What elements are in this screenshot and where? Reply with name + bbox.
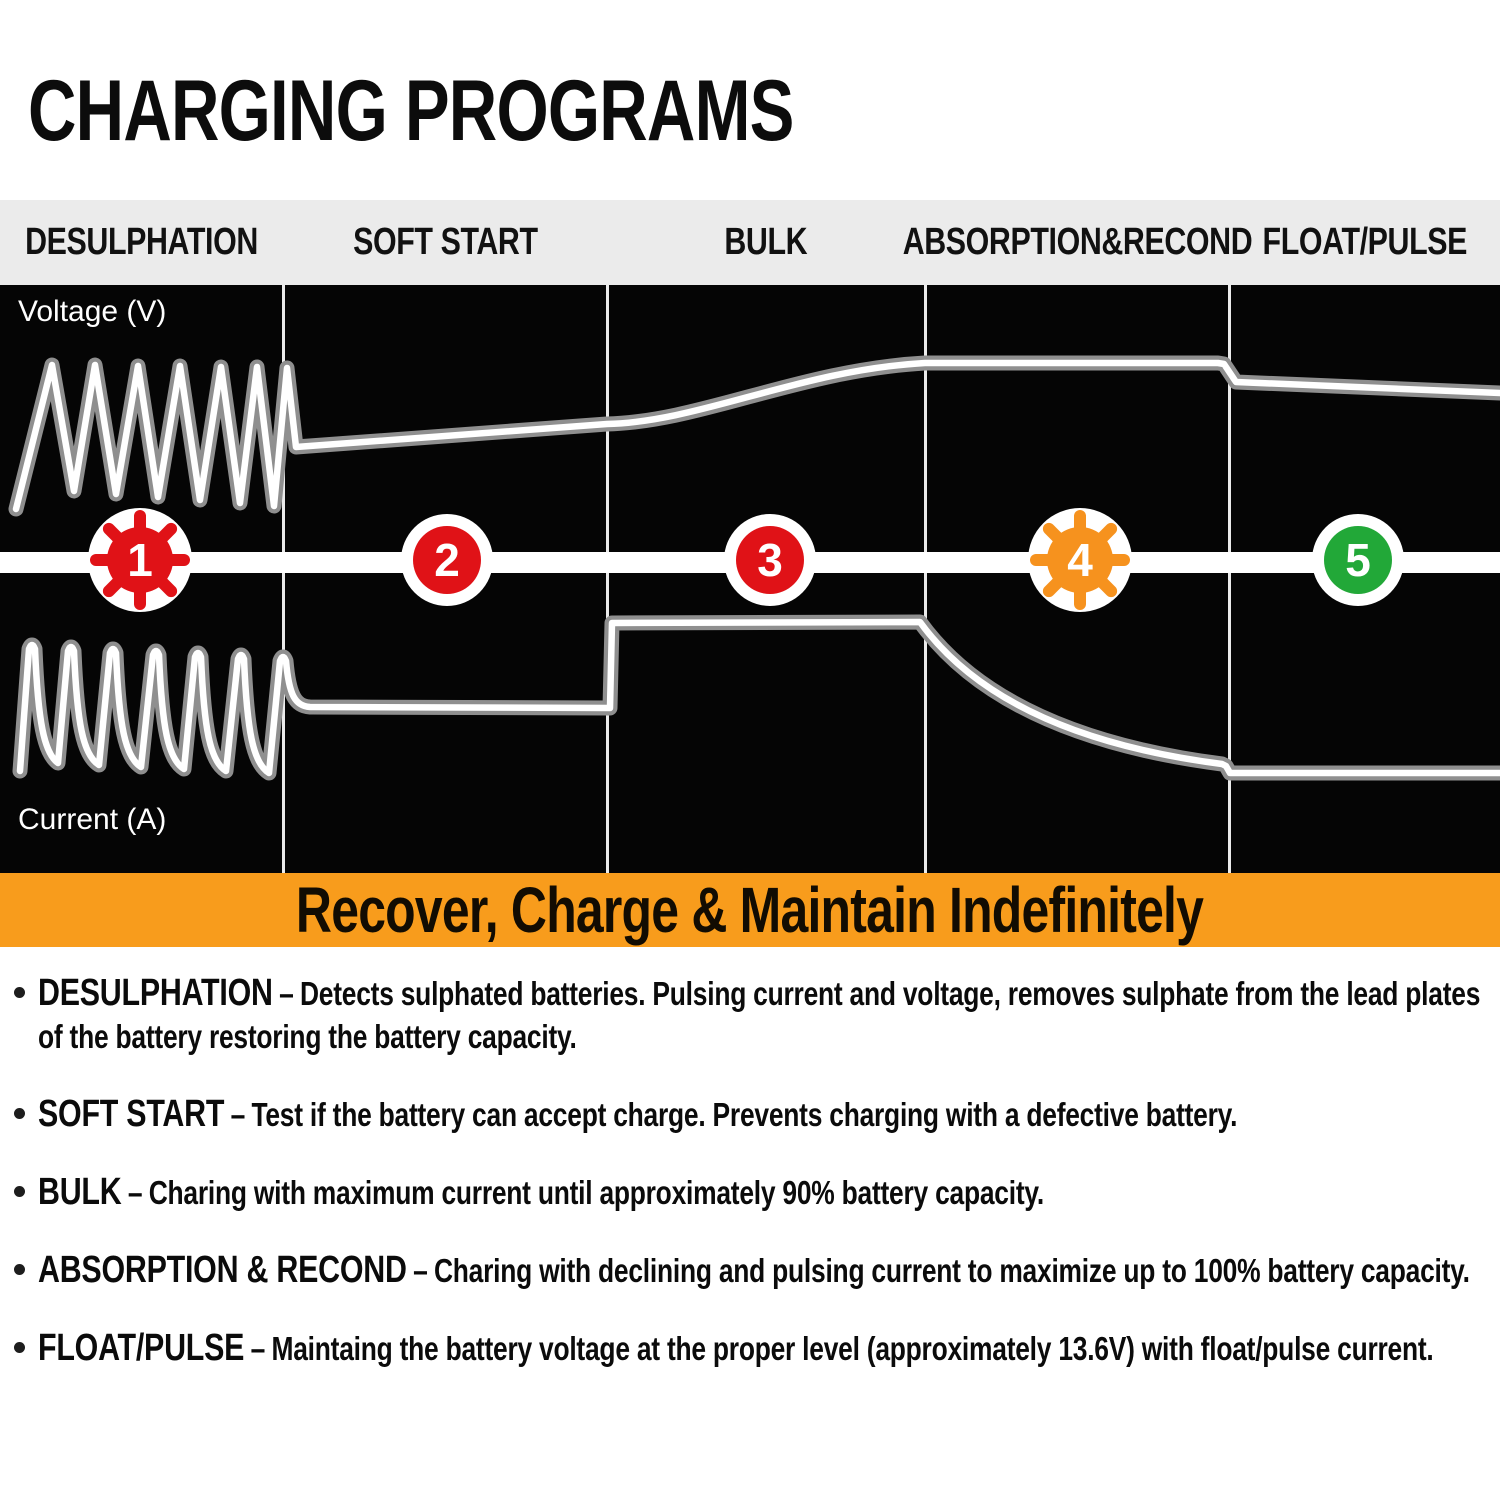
badge-circle-icon	[736, 526, 804, 594]
voltage-curve	[8, 355, 1500, 517]
phase-header-cell-bulk: BULK	[607, 200, 925, 285]
phase-header-cell-absorption: ABSORPTION&RECOND	[902, 200, 1252, 285]
bullet-dash: –	[127, 1174, 143, 1211]
badge-number: 2	[434, 534, 460, 586]
bullet-heading: ABSORPTION & RECOND	[38, 1249, 407, 1291]
badge-number: 1	[127, 534, 153, 586]
bullet-heading: DESULPHATION	[38, 972, 273, 1014]
bullet-dot	[14, 1108, 25, 1119]
column-divider	[924, 285, 927, 873]
phase-header-cell-soft-start: SOFT START	[283, 200, 607, 285]
badge-number: 4	[1067, 534, 1093, 586]
phase-header-cell-desulphation: DESULPHATION	[0, 200, 283, 285]
page-title: CHARGING PROGRAMS	[28, 63, 794, 159]
badge-circle-icon	[1324, 526, 1392, 594]
bullet-heading: BULK	[38, 1171, 122, 1213]
program-list: DESULPHATION–Detects sulphated batteries…	[14, 972, 1500, 1408]
bullet-description: Charing with declining and pulsing curre…	[433, 1252, 1470, 1289]
phase-header: DESULPHATION SOFT START BULK ABSORPTION&…	[0, 200, 1500, 285]
phase-label: DESULPHATION	[25, 221, 258, 263]
phase-label: FLOAT/PULSE	[1262, 221, 1467, 263]
bullet-description: Charing with maximum current until appro…	[148, 1174, 1044, 1211]
bullet-dash: –	[413, 1252, 428, 1289]
bullet-description: Test if the battery can accept charge. P…	[251, 1096, 1238, 1133]
phase-label: SOFT START	[352, 221, 538, 263]
step-badge-4: 4	[1028, 508, 1132, 612]
bullet-dash: –	[250, 1330, 266, 1367]
phase-header-cell-float-pulse: FLOAT/PULSE	[1229, 200, 1500, 285]
list-item: ABSORPTION & RECOND–Charing with declini…	[14, 1249, 1500, 1296]
bullet-description: Detects sulphated batteries. Pulsing cur…	[38, 975, 1481, 1055]
recover-banner: Recover, Charge & Maintain Indefinitely	[0, 873, 1500, 947]
current-axis-label: Current (A)	[18, 803, 167, 836]
bullet-dash: –	[279, 975, 294, 1012]
column-dividers	[282, 285, 1231, 873]
column-divider	[1228, 285, 1231, 873]
phase-label: BULK	[724, 221, 808, 263]
voltage-axis-label: Voltage (V)	[18, 295, 167, 328]
step-badge-3: 3	[724, 514, 816, 606]
step-badge-2: 2	[401, 514, 493, 606]
badge-gear-icon	[1030, 510, 1130, 610]
list-item: SOFT START–Test if the battery can accep…	[14, 1093, 1500, 1140]
step-badge-5: 5	[1312, 514, 1404, 606]
bullet-dash: –	[230, 1096, 246, 1133]
bullet-dot	[14, 1342, 25, 1353]
bullet-dot	[14, 1264, 25, 1275]
badge-circle-icon	[413, 526, 481, 594]
banner-text: Recover, Charge & Maintain Indefinitely	[296, 874, 1204, 946]
badge-number: 3	[757, 534, 783, 586]
list-item: BULK–Charing with maximum current until …	[14, 1171, 1500, 1218]
column-divider	[282, 285, 285, 873]
step-badge-1: 1	[88, 508, 192, 612]
bullet-heading: SOFT START	[38, 1093, 225, 1135]
charging-chart: Voltage (V) Current (A) 1	[0, 285, 1500, 873]
badge-number: 5	[1345, 534, 1371, 586]
column-divider	[606, 285, 609, 873]
phase-label: ABSORPTION&RECOND	[902, 221, 1252, 263]
current-curve	[12, 614, 1500, 781]
bullet-heading: FLOAT/PULSE	[38, 1327, 245, 1369]
badge-gear-icon	[90, 510, 190, 610]
list-item: DESULPHATION–Detects sulphated batteries…	[14, 972, 1500, 1062]
list-item: FLOAT/PULSE–Maintaing the battery voltag…	[14, 1327, 1500, 1374]
bullet-dot	[14, 1186, 25, 1197]
bullet-dot	[14, 987, 25, 998]
bullet-description: Maintaing the battery voltage at the pro…	[271, 1330, 1434, 1367]
